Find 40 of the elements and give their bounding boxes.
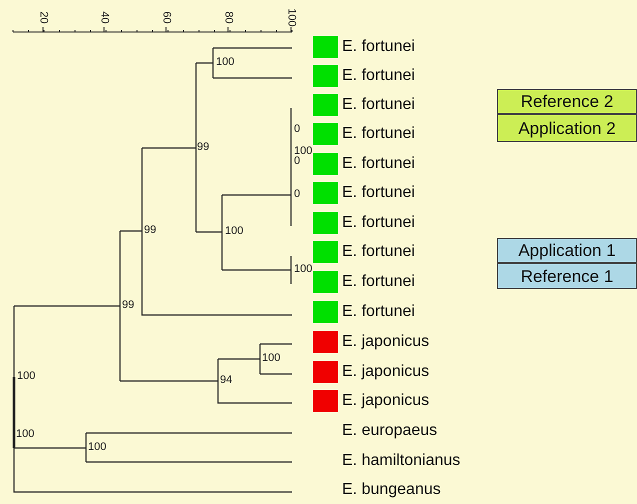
species-label: E. hamiltonianus [342,453,460,469]
bootstrap-value: 100 [294,146,312,157]
species-label: E. fortunei [342,274,415,290]
label-box: Application 2 [497,114,637,142]
bootstrap-value: 99 [197,142,210,153]
axis-tick-label: 80 [222,10,234,26]
species-label: E. fortunei [342,39,415,55]
species-label: E. japonicus [342,334,430,350]
species-label: E. japonicus [342,393,430,409]
bootstrap-value: 0 [294,124,300,135]
bootstrap-value: 100 [216,57,234,68]
species-label: E. fortunei [342,68,415,84]
axis-tick-label: 20 [38,10,48,26]
species-label: E. fortunei [342,244,415,260]
species-label: E. bungeanus [342,482,441,498]
bootstrap-value: 94 [220,375,232,386]
label-box: Application 1 [497,238,637,263]
axis-tick-label: 100 [286,8,296,28]
species-label: E. fortunei [342,97,415,113]
bootstrap-value: 100 [225,226,244,237]
bootstrap-value: 100 [262,353,280,364]
species-label: E. fortunei [342,215,415,231]
bootstrap-value: 100 [294,264,312,275]
species-label: E. fortunei [342,185,415,201]
axis-tick-label: 60 [160,10,172,26]
bootstrap-value: 100 [16,429,34,440]
bootstrap-value: 99 [122,300,134,311]
label-box: Reference 2 [497,89,637,114]
axis-tick-label: 40 [98,10,110,26]
bootstrap-value: 0 [294,156,300,167]
species-label: E. fortunei [342,304,415,320]
bootstrap-value: 100 [17,371,36,382]
bootstrap-value: 100 [88,442,106,453]
species-label: E. europaeus [342,423,438,439]
label-box: Reference 1 [497,263,637,289]
species-label: E. fortunei [342,156,415,172]
bootstrap-value: 99 [144,225,156,236]
bootstrap-value: 0 [294,189,300,200]
species-label: E. japonicus [342,364,430,380]
species-label: E. fortunei [342,126,415,142]
